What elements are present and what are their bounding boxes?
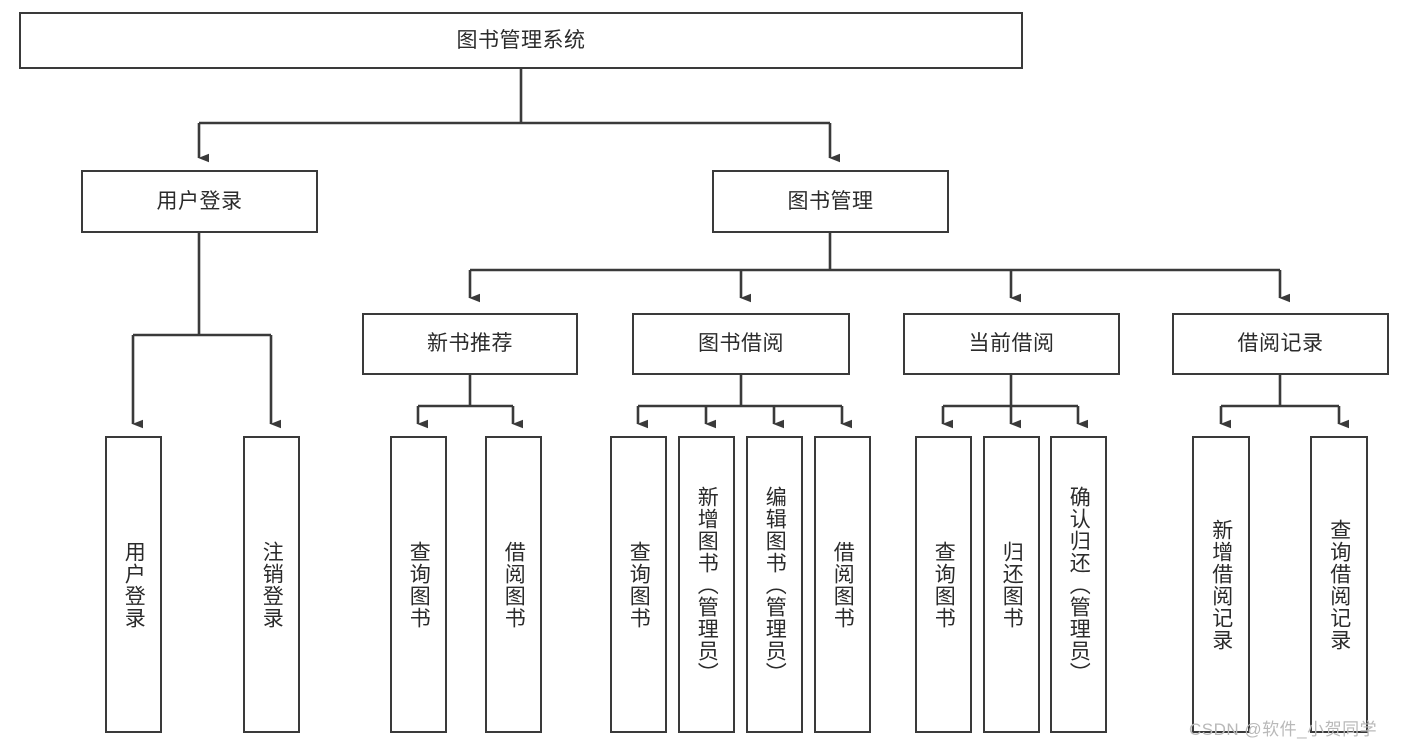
node-label: 借阅记录 xyxy=(1237,332,1324,356)
node-label: 查询图书 xyxy=(932,540,956,629)
node-label: 图书管理 xyxy=(787,189,874,213)
node-leaf-borrow-book-2[interactable]: 借阅图书 xyxy=(814,436,871,733)
node-label: 借阅图书 xyxy=(502,540,526,629)
node-book-management-system[interactable]: 图书管理系统 xyxy=(19,12,1023,69)
node-label: 查询借阅记录 xyxy=(1327,518,1351,651)
node-leaf-query-book-2[interactable]: 查询图书 xyxy=(610,436,667,733)
node-label: 借阅图书 xyxy=(831,540,855,629)
node-label: 新增图书（管理员） xyxy=(695,485,719,684)
node-borrow-record[interactable]: 借阅记录 xyxy=(1172,313,1389,375)
node-label: 编辑图书（管理员） xyxy=(763,485,787,684)
node-label: 图书管理系统 xyxy=(456,28,586,52)
node-leaf-user-login[interactable]: 用户登录 xyxy=(105,436,162,733)
node-label: 用户登录 xyxy=(156,189,243,213)
node-current-borrow[interactable]: 当前借阅 xyxy=(903,313,1120,375)
node-label: 新书推荐 xyxy=(427,332,513,356)
node-label: 确认归还（管理员） xyxy=(1067,485,1091,684)
node-label: 用户登录 xyxy=(122,540,146,629)
node-leaf-add-book[interactable]: 新增图书（管理员） xyxy=(678,436,735,733)
node-leaf-query-book-3[interactable]: 查询图书 xyxy=(915,436,972,733)
node-new-book-recommend[interactable]: 新书推荐 xyxy=(362,313,578,375)
node-label: 注销登录 xyxy=(260,540,284,629)
node-label: 当前借阅 xyxy=(968,332,1055,356)
node-leaf-borrow-book-1[interactable]: 借阅图书 xyxy=(485,436,542,733)
node-leaf-query-book-1[interactable]: 查询图书 xyxy=(390,436,447,733)
node-label: 新增借阅记录 xyxy=(1209,518,1233,651)
node-label: 查询图书 xyxy=(627,540,651,629)
node-book-borrow[interactable]: 图书借阅 xyxy=(632,313,850,375)
node-leaf-query-record[interactable]: 查询借阅记录 xyxy=(1310,436,1368,733)
node-leaf-confirm-return[interactable]: 确认归还（管理员） xyxy=(1050,436,1107,733)
node-leaf-edit-book[interactable]: 编辑图书（管理员） xyxy=(746,436,803,733)
node-leaf-return-book[interactable]: 归还图书 xyxy=(983,436,1040,733)
node-book-manage[interactable]: 图书管理 xyxy=(712,170,949,233)
node-leaf-add-record[interactable]: 新增借阅记录 xyxy=(1192,436,1250,733)
node-label: 归还图书 xyxy=(1000,540,1024,629)
node-user-login[interactable]: 用户登录 xyxy=(81,170,318,233)
node-label: 查询图书 xyxy=(407,540,431,629)
node-label: 图书借阅 xyxy=(698,332,784,356)
node-leaf-user-logout[interactable]: 注销登录 xyxy=(243,436,300,733)
